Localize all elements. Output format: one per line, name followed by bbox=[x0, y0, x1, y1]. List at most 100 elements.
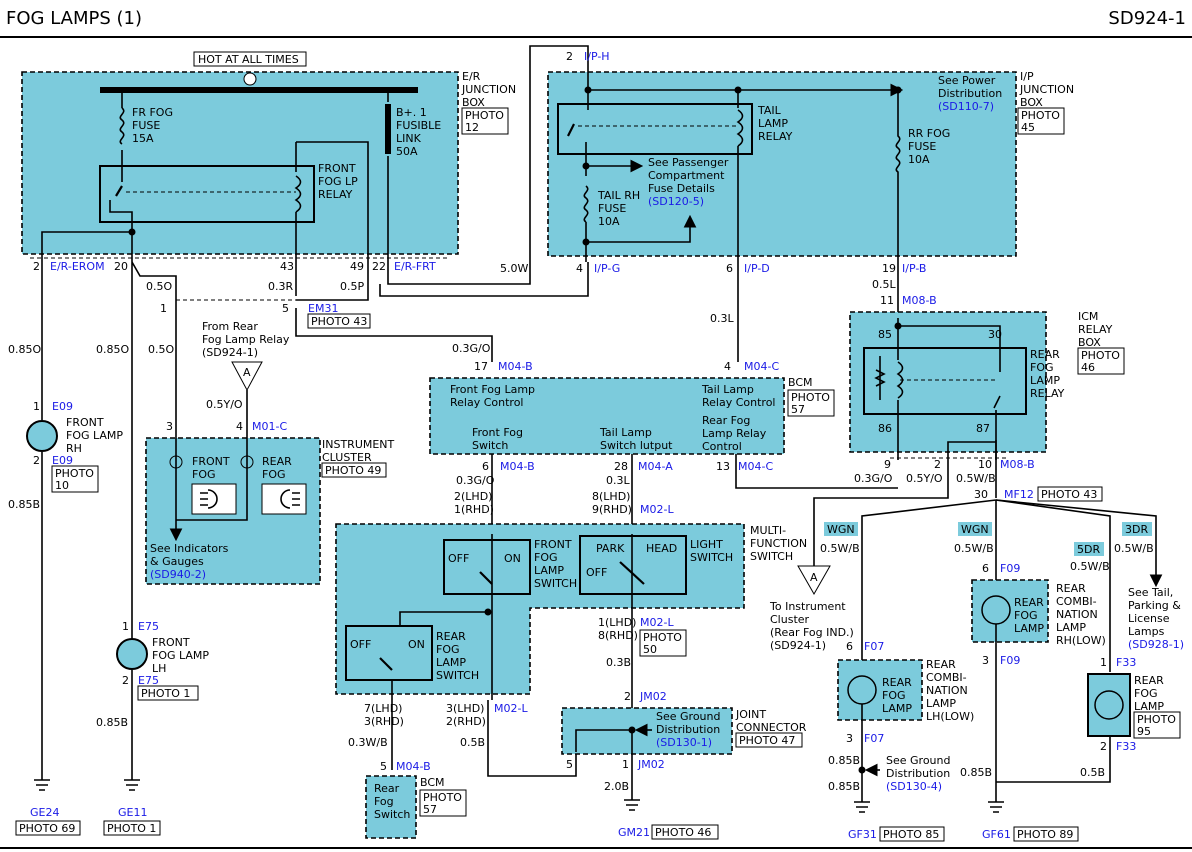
front-fog-relay bbox=[99, 165, 315, 223]
front-fog-lamp-rh bbox=[26, 420, 58, 452]
tag-3dr: 3DR bbox=[1125, 523, 1148, 536]
see-power-1: See Power bbox=[938, 74, 996, 87]
mf-light-1: LIGHT bbox=[690, 538, 723, 551]
bcm-p4: 4 bbox=[724, 360, 731, 373]
rh-p2: 2 bbox=[33, 454, 40, 467]
w085b-d: 0.85B bbox=[828, 780, 860, 793]
jc-see-ref: (SD130-1) bbox=[656, 736, 712, 749]
lh-photo: PHOTO 1 bbox=[141, 687, 190, 700]
ip-name-3: BOX bbox=[1020, 96, 1043, 109]
rh-photo-1: PHOTO bbox=[55, 467, 94, 480]
cl-photo: PHOTO 49 bbox=[325, 464, 381, 477]
relay-3: RELAY bbox=[318, 188, 353, 201]
ge11: GE11 bbox=[118, 806, 147, 819]
rclh-lamp-1: REAR bbox=[882, 676, 912, 689]
w03go-b: 0.3G/O bbox=[854, 472, 893, 485]
jc-t2: CONNECTOR bbox=[736, 721, 807, 734]
jc-jm02: JM02 bbox=[639, 690, 667, 703]
mf-on3: ON bbox=[408, 638, 425, 651]
mf-off: OFF bbox=[448, 552, 469, 565]
mf-rfs-1: REAR bbox=[436, 630, 466, 643]
w05wb-e: 0.5W/B bbox=[1070, 560, 1110, 573]
rh-e09b: E09 bbox=[52, 454, 73, 467]
mf-m02l: M02-L bbox=[640, 503, 674, 516]
mf-p2l: 2(LHD) bbox=[454, 490, 492, 503]
cl-title-1: INSTRUMENT bbox=[322, 438, 395, 451]
cl-rear-2: FOG bbox=[262, 468, 286, 481]
rclh-see-1: See Ground bbox=[886, 754, 950, 767]
rcrh-n5: RH(LOW) bbox=[1056, 634, 1106, 647]
ip-ipd: I/P-D bbox=[744, 262, 770, 275]
page-title: FOG LAMPS (1) bbox=[6, 8, 142, 29]
mf12-photo: PHOTO 43 bbox=[1041, 488, 1097, 501]
light-switch[interactable] bbox=[579, 535, 687, 595]
w05b-b: 0.5B bbox=[1080, 766, 1105, 779]
rear-combination-lamp-lh bbox=[837, 659, 923, 721]
er-name-3: BOX bbox=[462, 96, 485, 109]
lh-name-2: FOG LAMP bbox=[152, 649, 209, 662]
icm-p85: 85 bbox=[878, 328, 892, 341]
cl-p3: 3 bbox=[166, 420, 173, 433]
lh-name-3: LH bbox=[152, 662, 166, 675]
front-fog-lamp-switch[interactable] bbox=[443, 539, 531, 595]
rclh-n5: LH(LOW) bbox=[926, 710, 974, 723]
bcm-tls-2: Switch lutput bbox=[600, 439, 673, 452]
rclh-p3: 3 bbox=[846, 732, 853, 745]
rcrh-f09b: F09 bbox=[1000, 654, 1020, 667]
ge24: GE24 bbox=[30, 806, 59, 819]
gf61: GF61 bbox=[982, 828, 1011, 841]
icm-p2: 2 bbox=[934, 458, 941, 471]
ip-p19: 19 bbox=[882, 262, 896, 275]
rclh-n4: LAMP bbox=[926, 697, 956, 710]
mf-light-2: SWITCH bbox=[690, 551, 733, 564]
mf-head: HEAD bbox=[646, 542, 677, 555]
w05b: 0.5B bbox=[460, 736, 485, 749]
lh-e75b: E75 bbox=[138, 674, 159, 687]
mf-rfs-3: LAMP bbox=[436, 656, 466, 669]
w05l: 0.5L bbox=[872, 278, 896, 291]
cl-front-1: FRONT bbox=[192, 455, 230, 468]
tail-lamp-relay bbox=[557, 103, 753, 155]
rear-fog-lamp-switch[interactable] bbox=[345, 625, 433, 681]
mf-p2r: 2(RHD) bbox=[446, 715, 486, 728]
mf-p3l: 3(LHD) bbox=[446, 702, 484, 715]
mf-ffs-3: LAMP bbox=[534, 564, 564, 577]
bcm-m04c: M04-C bbox=[744, 360, 779, 373]
w085b-a: 0.85B bbox=[8, 498, 40, 511]
w05yo: 0.5Y/O bbox=[206, 398, 243, 411]
icm-relay-1: REAR bbox=[1030, 348, 1060, 361]
rclh-see-ref: (SD130-4) bbox=[886, 780, 942, 793]
to-cl-2: Cluster bbox=[770, 613, 810, 626]
w085b-b: 0.85B bbox=[96, 716, 128, 729]
pin-22: 22 bbox=[372, 260, 386, 273]
jc-t1: JOINT bbox=[735, 708, 766, 721]
tr-1: TAIL bbox=[757, 104, 782, 117]
to-cl-4: (SD924-1) bbox=[770, 639, 826, 652]
rh-p1: 1 bbox=[33, 400, 40, 413]
see-pass-3: Fuse Details bbox=[648, 182, 715, 195]
front-fog-lamp-lh bbox=[116, 638, 148, 670]
bcm-rfr-3: Control bbox=[702, 440, 742, 453]
rclh-p6: 6 bbox=[846, 640, 853, 653]
er-photo-1: PHOTO bbox=[465, 109, 504, 122]
front-fog-indicator-icon bbox=[191, 483, 237, 515]
see-tail-2: Parking & bbox=[1128, 599, 1181, 612]
icm-relay-2: FOG bbox=[1030, 361, 1054, 374]
icm-p87: 87 bbox=[976, 422, 990, 435]
iph-pin: 2 bbox=[566, 50, 573, 63]
rfl-photo-2: 95 bbox=[1137, 725, 1151, 738]
rcrh-lamp-1: REAR bbox=[1014, 596, 1044, 609]
w03go-c: 0.3G/O bbox=[456, 474, 495, 487]
rclh-n2: COMBI- bbox=[926, 671, 967, 684]
w05wb-c: 0.5W/B bbox=[956, 472, 996, 485]
cl-see-2: & Gauges bbox=[150, 555, 204, 568]
mf-t2: FUNCTION bbox=[750, 537, 807, 550]
see-tail-ref: (SD928-1) bbox=[1128, 638, 1184, 651]
relay-1: FRONT bbox=[318, 162, 356, 175]
icm-p30: 30 bbox=[988, 328, 1002, 341]
ip-ipb: I/P-B bbox=[902, 262, 926, 275]
pin-20: 20 bbox=[114, 260, 128, 273]
rfl-n3: LAMP bbox=[1134, 700, 1164, 713]
conn-a2: A bbox=[810, 571, 818, 584]
